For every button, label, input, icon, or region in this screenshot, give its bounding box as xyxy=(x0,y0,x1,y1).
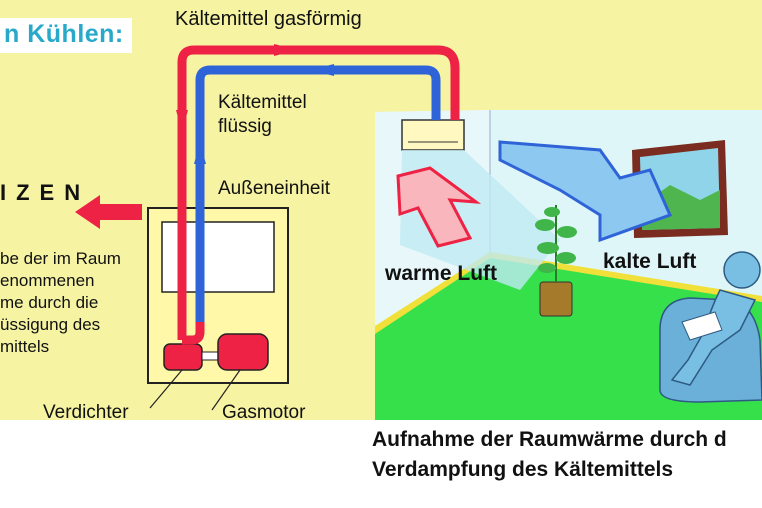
flow-arrow-liquid-icon xyxy=(310,64,334,76)
bottom-caption-area xyxy=(0,420,762,508)
heat-release-description: be der im Raum enommenen me durch die üs… xyxy=(0,248,140,358)
flow-arrow-down-icon xyxy=(176,110,188,132)
floor-baseboard xyxy=(490,252,762,302)
cold-air-label: kalte Luft xyxy=(603,250,697,273)
plant-icon xyxy=(535,205,577,317)
flow-arrow-up-icon xyxy=(194,142,206,164)
hot-gas-pipe xyxy=(177,45,460,340)
compressor-label: Verdichter xyxy=(43,402,129,423)
heat-release-line-5: mittels xyxy=(0,337,50,356)
gas-engine-icon xyxy=(217,333,269,371)
compressor-icon xyxy=(163,343,203,371)
heating-heading: IZEN xyxy=(0,180,91,205)
page-title: n Kühlen: xyxy=(0,18,132,53)
heat-release-line-4: üssigung des xyxy=(0,315,101,334)
liquid-refrigerant-label-2: flüssig xyxy=(218,116,272,137)
gas-refrigerant-label: Kältemittel gasförmig xyxy=(175,8,362,30)
floor-baseboard-side xyxy=(375,252,490,334)
liquid-refrigerant-label-1: Kältemittel xyxy=(218,92,307,113)
cold-air-arrow-icon xyxy=(498,140,673,243)
flow-arrow-gas-icon xyxy=(274,44,298,56)
pipe-loop-bottom xyxy=(182,310,205,345)
heat-release-line-2: enommenen xyxy=(0,271,95,290)
gas-engine-label: Gasmotor xyxy=(222,402,306,423)
red-arrow-left-icon xyxy=(75,195,142,229)
outdoor-unit xyxy=(147,207,289,384)
heat-release-line-1: be der im Raum xyxy=(0,249,121,268)
room-illustration xyxy=(375,110,762,420)
compressor-leader xyxy=(149,369,183,409)
outdoor-unit-label: Außeneinheit xyxy=(218,178,330,199)
ac-unit-icon xyxy=(401,119,465,151)
gas-engine-leader xyxy=(211,369,241,411)
coupling-icon xyxy=(201,351,219,361)
warm-air-label: warme Luft xyxy=(385,262,498,285)
person-icon xyxy=(659,251,762,403)
warm-air-arrow-icon xyxy=(396,166,482,248)
absorption-caption-1: Aufnahme der Raumwärme durch d xyxy=(372,428,727,451)
heat-release-line-3: me durch die xyxy=(0,293,99,312)
absorption-caption-2: Verdampfung des Kältemittels xyxy=(372,458,674,481)
